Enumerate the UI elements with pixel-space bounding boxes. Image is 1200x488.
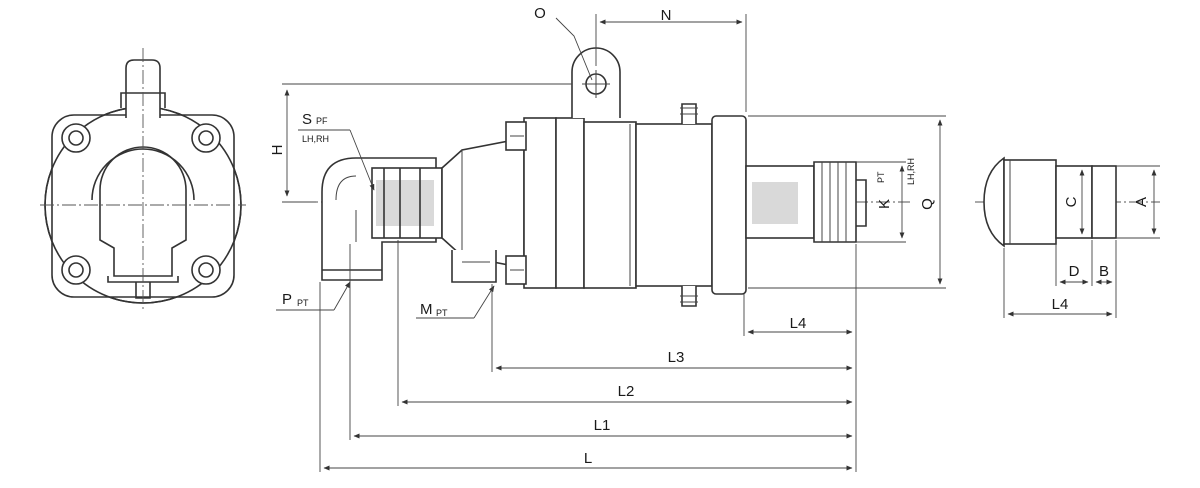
end-view-right: A C D B L4: [975, 156, 1160, 318]
side-view-main: N O H S PF LH,RH Q: [269, 5, 946, 472]
dim-K: K PT LH,RH: [856, 158, 916, 243]
bolt-bottom-right: [191, 255, 221, 285]
tapered-housing: [441, 137, 525, 269]
dim-L4-side: L4: [1007, 296, 1113, 317]
dim-O: O: [534, 5, 593, 81]
label-S: S: [302, 111, 312, 128]
dim-D: D: [1059, 263, 1089, 285]
hex-adapter: [371, 167, 443, 239]
label-K-sub: PT: [876, 171, 886, 183]
cylinder-body: [583, 103, 747, 307]
dim-C: C: [1063, 169, 1085, 235]
dim-L2: L2: [401, 383, 853, 405]
label-A: A: [1133, 197, 1150, 207]
label-B: B: [1099, 263, 1109, 280]
dim-P: P PT: [276, 281, 351, 311]
lifting-eye: [571, 47, 621, 118]
label-M: M: [420, 301, 433, 318]
label-L: L: [584, 450, 592, 467]
label-N: N: [661, 7, 672, 24]
label-L2: L2: [618, 383, 635, 400]
output-shaft: [745, 161, 867, 243]
bolt-top-left: [61, 123, 91, 153]
dim-L3: L3: [495, 349, 853, 371]
label-S-sub: PF: [316, 116, 328, 126]
label-M-sub: PT: [436, 308, 448, 318]
label-L1: L1: [594, 417, 611, 434]
label-D: D: [1069, 263, 1080, 280]
label-L4-side: L4: [1052, 296, 1069, 313]
dim-L: L: [323, 450, 853, 471]
dim-L4-main: L4: [747, 315, 853, 335]
dim-M: M PT: [416, 285, 495, 319]
label-Q: Q: [919, 198, 936, 210]
dim-B: B: [1095, 263, 1113, 285]
label-L4-main: L4: [790, 315, 807, 332]
lower-port: [451, 250, 497, 283]
dim-A: A: [1116, 165, 1160, 239]
end-view-left: [40, 48, 246, 310]
label-P: P: [282, 291, 292, 308]
dim-H: H: [269, 83, 572, 203]
label-H: H: [269, 145, 286, 156]
bolt-top-right: [191, 123, 221, 153]
dim-S: S PF LH,RH: [298, 111, 375, 191]
label-P-sub: PT: [297, 298, 309, 308]
label-K-sub2: LH,RH: [906, 158, 916, 185]
label-O: O: [534, 5, 546, 22]
label-L3: L3: [668, 349, 685, 366]
bolt-bottom-left: [61, 255, 91, 285]
label-K: K: [876, 199, 893, 209]
label-C: C: [1063, 196, 1080, 207]
dim-Q: Q: [748, 115, 946, 289]
dim-L1: L1: [353, 417, 853, 439]
dim-N: N: [595, 7, 747, 112]
label-S-sub2: LH,RH: [302, 134, 329, 144]
